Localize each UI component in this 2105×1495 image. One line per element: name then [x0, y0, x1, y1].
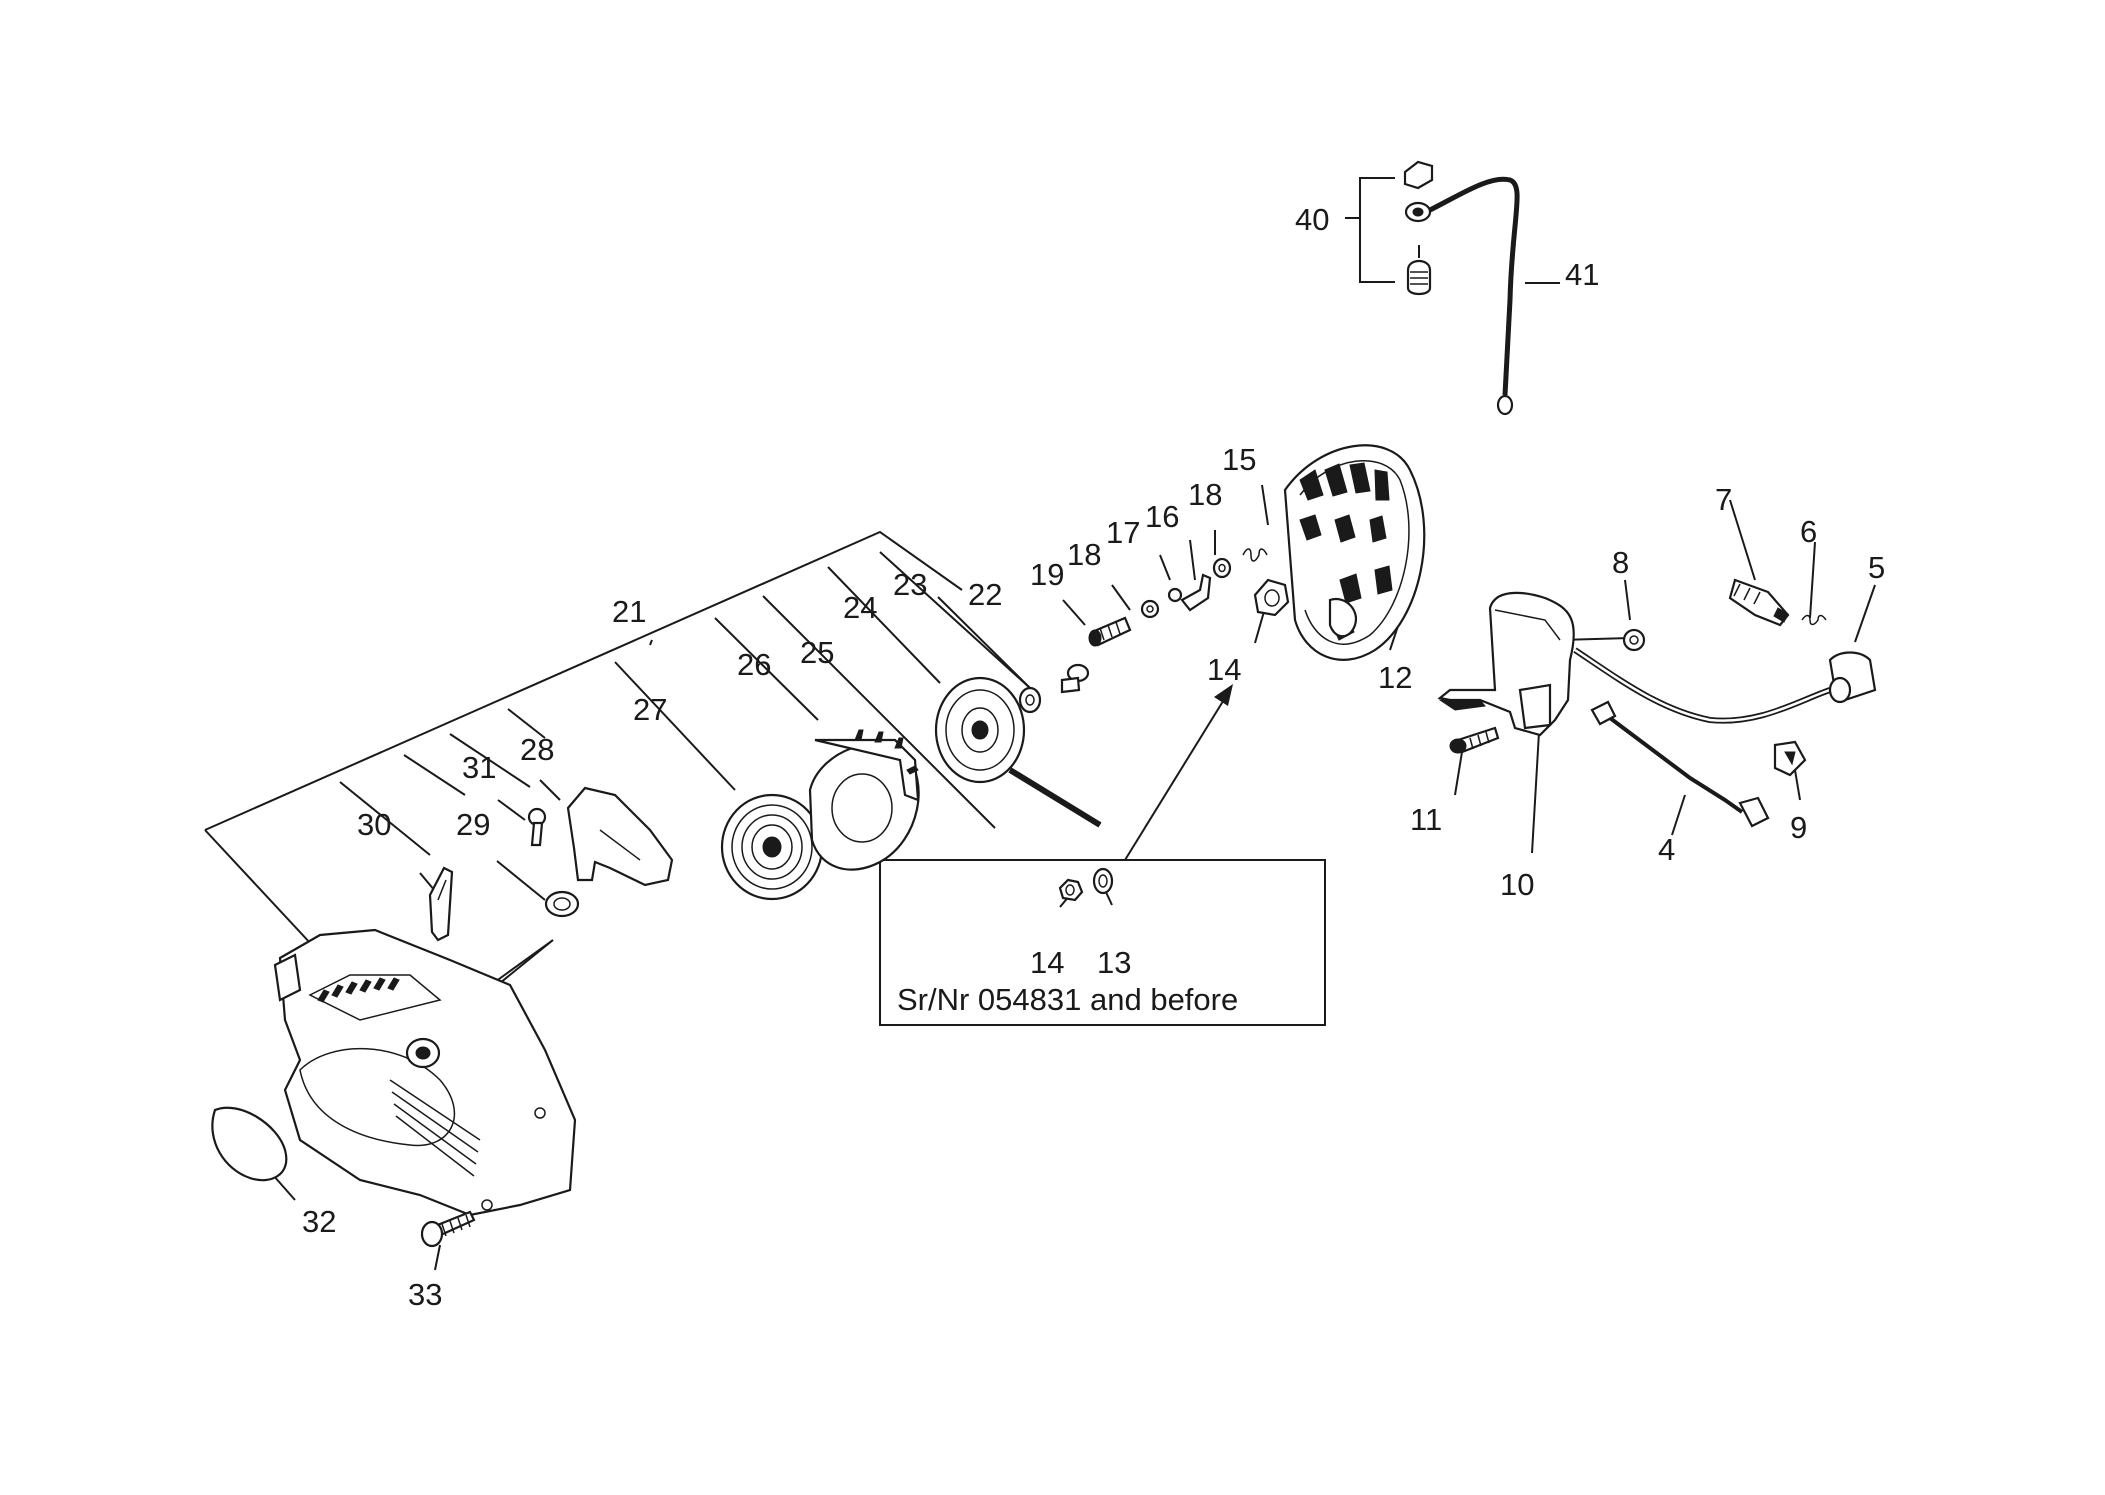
inset-box: [879, 684, 1326, 1026]
callout-labels: 4 5 6 7 8 9 10 11 12 13 14 14 15 16 17 1…: [302, 202, 1885, 1312]
callout-22: 22: [968, 577, 1002, 612]
callout-24: 24: [843, 590, 877, 625]
callout-7: 7: [1715, 482, 1732, 517]
callout-27: 27: [633, 692, 667, 727]
callout-16: 16: [1145, 499, 1179, 534]
part-33-screw: [420, 1210, 476, 1248]
callout-11: 11: [1410, 802, 1442, 837]
part-30-starter-cover: [273, 928, 577, 1217]
part-27-spring: [720, 793, 824, 901]
callout-23: 23: [893, 567, 927, 602]
callout-14-inset: 14: [1030, 945, 1064, 980]
part-19-bolt: [1088, 616, 1132, 647]
part-26-case: [808, 729, 920, 871]
part-29-insert: [544, 890, 580, 918]
part-11-bolt: [1449, 726, 1500, 754]
callout-10: 10: [1500, 867, 1534, 902]
part-6-spring: [1801, 614, 1827, 626]
callout-41: 41: [1565, 257, 1599, 292]
part-18-washer-b: [1212, 557, 1232, 579]
callout-26: 26: [737, 647, 771, 682]
callout-25: 25: [800, 635, 834, 670]
part-8-grommet: [1622, 628, 1646, 652]
assembly-bracket-21: [204, 530, 1031, 946]
part-18-washer-a: [1140, 599, 1160, 619]
part-16-pawl: [1180, 573, 1212, 612]
callout-9: 9: [1790, 810, 1807, 845]
part-31-screw: [527, 807, 547, 847]
callout-5: 5: [1868, 550, 1885, 585]
callout-32: 32: [302, 1204, 336, 1239]
callout-13: 13: [1097, 945, 1131, 980]
part-5-plug-cap: [1828, 651, 1877, 704]
part-22-screw: [1060, 663, 1090, 694]
callout-21: 21: [612, 594, 646, 629]
part-14-nut: [1253, 578, 1290, 617]
callout-17: 17: [1106, 515, 1140, 550]
inset-part-13-washer: [1092, 867, 1114, 895]
part-10-ignition-coil: [1437, 591, 1575, 737]
callout-8: 8: [1612, 545, 1629, 580]
callout-4: 4: [1658, 832, 1675, 867]
callout-18-a: 18: [1067, 537, 1101, 572]
inset-note: Sr/Nr 054831 and before: [897, 982, 1238, 1017]
part-24-pulley: [934, 676, 1026, 784]
inset-part-14-nut: [1058, 878, 1084, 902]
callout-33: 33: [408, 1277, 442, 1312]
callout-6: 6: [1800, 514, 1817, 549]
callout-15: 15: [1222, 442, 1256, 477]
part-25-rope: [1008, 767, 1102, 828]
callout-12: 12: [1378, 660, 1412, 695]
callout-31: 31: [462, 750, 496, 785]
part-40-terminal-set: [1403, 160, 1434, 296]
callout-40: 40: [1295, 202, 1329, 237]
part-28-handle: [566, 786, 674, 887]
part-32-window: [211, 1106, 288, 1182]
callout-19: 19: [1030, 557, 1064, 592]
part-41-ground-wire: [1428, 176, 1520, 416]
part-4-wire: [1590, 700, 1770, 828]
callout-29: 29: [456, 807, 490, 842]
part-23-washer: [1018, 686, 1042, 714]
callout-30: 30: [357, 807, 391, 842]
callout-14-main: 14: [1207, 652, 1241, 687]
part-12-flywheel: [1283, 444, 1426, 661]
part-30-clip: [428, 866, 454, 942]
part-9-switch-knob: [1773, 740, 1807, 777]
part-7-spark-plug: [1728, 578, 1790, 627]
part-high-tension-lead: [1573, 647, 1831, 724]
callout-18-b: 18: [1188, 477, 1222, 512]
part-15-spring: [1242, 548, 1268, 562]
part-17-nut: [1167, 587, 1183, 603]
callout-28: 28: [520, 732, 554, 767]
